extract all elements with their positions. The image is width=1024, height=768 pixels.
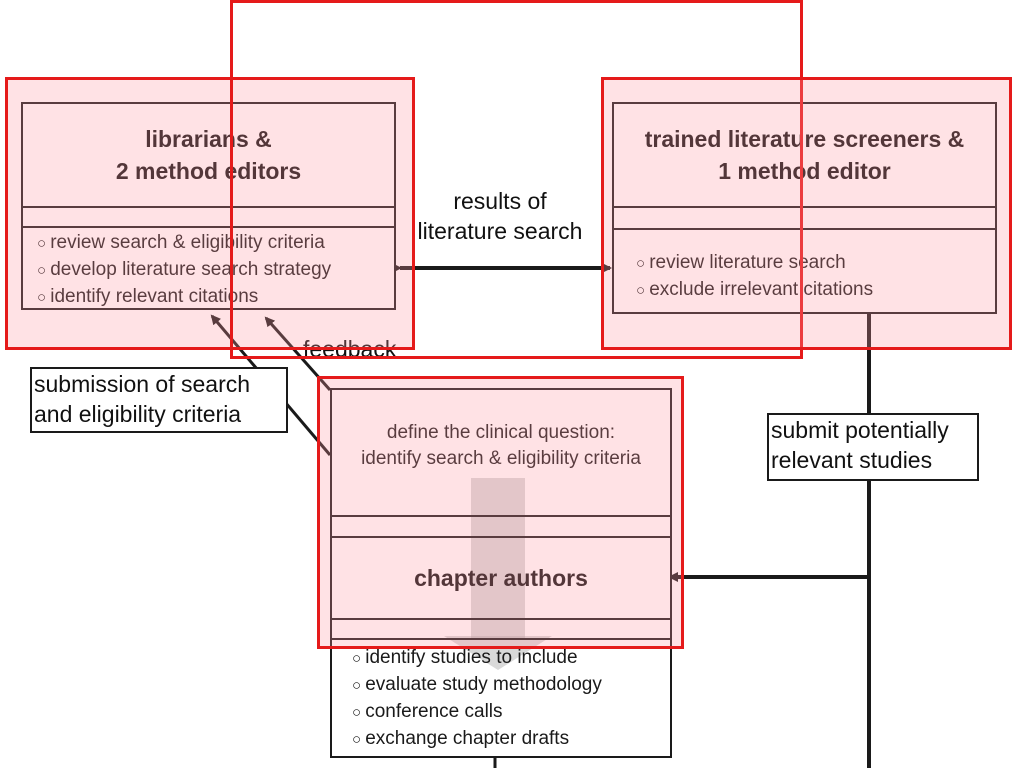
divider: [23, 206, 394, 208]
list-item: review literature search: [636, 250, 873, 277]
submit-studies-label: submit potentially relevant studies: [767, 413, 979, 481]
submission-label-line-1: submission of search: [34, 371, 251, 397]
results-label: results of literature search: [410, 186, 590, 246]
list-item: exclude irrelevant citations: [636, 277, 873, 304]
chapter-authors-title: chapter authors: [414, 565, 588, 591]
chapter-authors-box: define the clinical question: identify s…: [330, 388, 672, 758]
submit-studies-label-line-1: submit potentially: [771, 417, 949, 443]
list-item: conference calls: [352, 699, 602, 726]
screeners-title-line-1: trained literature screeners &: [644, 126, 965, 152]
list-item: identify studies to include: [352, 645, 602, 672]
down-arrow-shape: [471, 478, 525, 638]
divider: [614, 228, 995, 230]
submit-studies-label-line-2: relevant studies: [771, 447, 933, 473]
results-label-line-1: results of: [453, 188, 547, 214]
authors-task-list: identify studies to include evaluate stu…: [352, 645, 602, 753]
define-question-line-2: identify search & eligibility criteria: [361, 448, 641, 469]
screeners-task-list: review literature search exclude irrelev…: [636, 250, 873, 304]
screeners-title: trained literature screeners & 1 method …: [614, 104, 995, 206]
divider: [23, 226, 394, 228]
highlight-top-center: [230, 0, 803, 359]
highlight-chapter-authors: [317, 376, 684, 649]
librarians-title-line-1: librarians &: [145, 126, 272, 152]
divider: [332, 536, 670, 538]
screeners-box: trained literature screeners & 1 method …: [612, 102, 997, 314]
divider: [332, 638, 670, 640]
divider: [614, 206, 995, 208]
librarians-box: librarians & 2 method editors review sea…: [21, 102, 396, 310]
list-item: review search & eligibility criteria: [37, 230, 331, 257]
librarians-title-line-2: 2 method editors: [115, 158, 302, 184]
highlight-librarians: [5, 77, 415, 350]
list-item: exchange chapter drafts: [352, 726, 602, 753]
divider: [332, 515, 670, 517]
submission-label-line-2: and eligibility criteria: [34, 401, 242, 427]
list-item: identify relevant citations: [37, 284, 331, 311]
list-item: evaluate study methodology: [352, 672, 602, 699]
submission-label: submission of search and eligibility cri…: [30, 367, 288, 433]
divider: [332, 618, 670, 620]
define-question-text: define the clinical question: identify s…: [332, 420, 670, 472]
screeners-title-line-2: 1 method editor: [718, 158, 891, 184]
define-question-line-1: define the clinical question:: [386, 422, 616, 443]
librarians-task-list: review search & eligibility criteria dev…: [37, 230, 331, 311]
highlight-screeners: [601, 77, 1012, 350]
list-item: develop literature search strategy: [37, 257, 331, 284]
results-label-line-2: literature search: [417, 218, 583, 244]
librarians-title: librarians & 2 method editors: [23, 104, 394, 206]
